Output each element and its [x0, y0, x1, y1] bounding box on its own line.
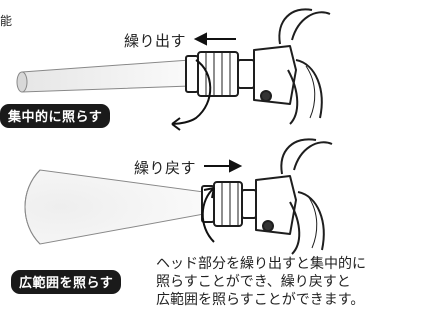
- wide-beam: [24, 169, 205, 245]
- description-line-2: 照らすことができ、繰り戻すと: [156, 274, 351, 290]
- badge-focused-light: 集中的に照らす: [0, 104, 111, 128]
- description-line-3: 広範囲を照らすことができます。: [156, 292, 365, 308]
- arrow-right-icon: [204, 159, 243, 173]
- rotate-in-arrow-icon: [201, 187, 215, 243]
- arrow-left-icon: [193, 32, 236, 46]
- narrow-beam: [16, 59, 191, 93]
- corner-text-fragment: 能: [0, 14, 13, 28]
- headlamp-focused: [185, 8, 331, 125]
- description-line-1: ヘッド部分を繰り出すと集中的に: [156, 256, 366, 272]
- action-label-extend: 繰り出す: [124, 32, 187, 50]
- action-label-retract: 繰り戻す: [134, 159, 197, 177]
- badge-wide-light: 広範囲を照らす: [11, 270, 122, 294]
- description-text: ヘッド部分を繰り出すと集中的に 照らすことができ、繰り戻すと 広範囲を照らすこと…: [156, 255, 366, 309]
- headlamp-wide: [201, 138, 333, 255]
- rotate-out-arrow-icon: [171, 59, 212, 131]
